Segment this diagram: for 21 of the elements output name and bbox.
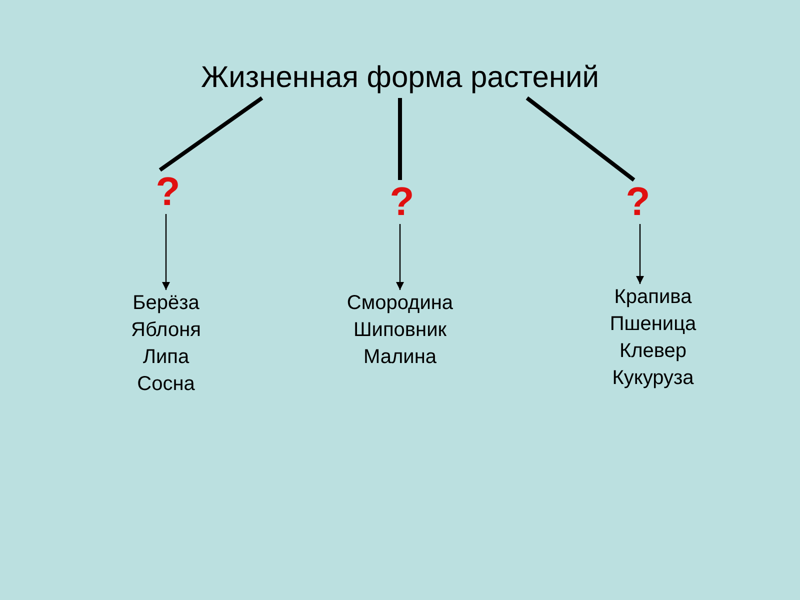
- plant-name: Липа: [142, 345, 190, 370]
- title-text: Жизненная форма растений: [163, 58, 637, 98]
- question-mark: ?: [382, 180, 422, 224]
- plant-name: Малина: [362, 345, 438, 370]
- plant-name: Яблоня: [130, 318, 202, 343]
- connector-line: [158, 96, 264, 172]
- plant-name: Кукуруза: [611, 366, 695, 391]
- plant-name: Смородина: [346, 291, 454, 316]
- question-mark: ?: [150, 170, 186, 214]
- plant-name: Сосна: [136, 372, 196, 397]
- arrow: [636, 224, 644, 284]
- question-mark: ?: [618, 180, 658, 224]
- plant-name: Шиповник: [352, 318, 448, 343]
- connector-line: [526, 96, 636, 182]
- plant-name: Клевер: [618, 339, 688, 364]
- plant-name: Берёза: [132, 291, 200, 316]
- arrow: [162, 214, 170, 290]
- connector-line: [398, 98, 402, 180]
- arrow: [396, 224, 404, 290]
- plant-name: Пшеница: [608, 312, 698, 337]
- plant-name: Крапива: [613, 285, 693, 310]
